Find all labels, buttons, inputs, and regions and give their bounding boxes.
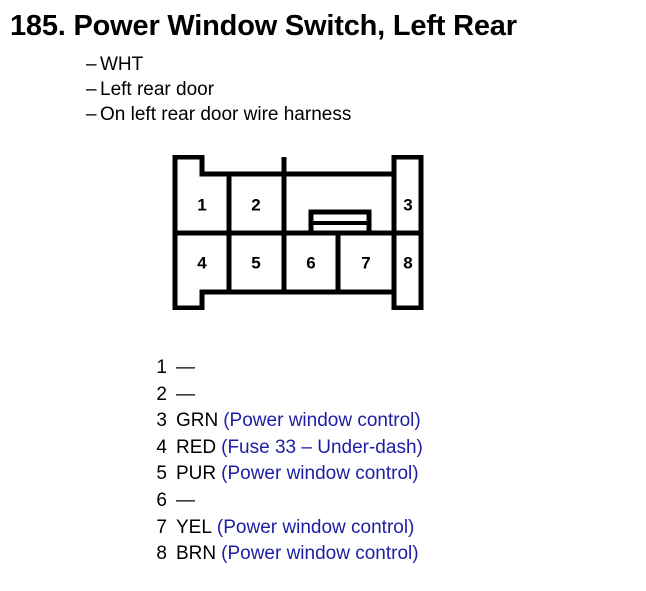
connector-diagram: 1 2 3 4 5 6 7 8	[172, 155, 452, 310]
subtitle-dash: –	[86, 54, 97, 75]
pin-legend-index: 4	[156, 436, 167, 458]
pin-legend-row: 5 PUR(Power window control)	[152, 461, 423, 488]
pin-number-3: 3	[403, 195, 412, 214]
pin-legend-desc: (Fuse 33 – Under-dash)	[221, 436, 423, 458]
subtitle-item: –WHT	[86, 52, 351, 77]
pin-legend-index: 8	[156, 543, 167, 565]
pin-legend-row: 8 BRN(Power window control)	[152, 541, 423, 568]
pin-legend-color: RED	[176, 436, 217, 458]
connector-body-outline	[172, 155, 424, 310]
pin-legend-index: 6	[156, 489, 167, 511]
subtitle-dash: –	[86, 79, 97, 100]
subtitle-list: –WHT –Left rear door –On left rear door …	[86, 52, 351, 127]
pin-number-4: 4	[197, 253, 207, 272]
subtitle-item: –On left rear door wire harness	[86, 102, 351, 127]
pin-legend-desc: (Power window control)	[223, 410, 421, 432]
pin-legend-index: 3	[156, 410, 167, 432]
subtitle-item: –Left rear door	[86, 77, 351, 102]
subtitle-text: WHT	[100, 54, 144, 75]
pin-legend-color: GRN	[176, 410, 219, 432]
pin-legend-color: —	[176, 383, 195, 405]
subtitle-dash: –	[86, 104, 97, 125]
pin-number-2: 2	[251, 195, 260, 214]
pin-legend-row: 2—	[152, 382, 423, 409]
pin-number-7: 7	[361, 253, 370, 272]
pin-number-1: 1	[197, 195, 206, 214]
pin-legend-color: BRN	[176, 543, 217, 565]
pin-legend-index: 5	[156, 463, 167, 485]
pin-legend-index: 1	[156, 357, 167, 378]
pin-number-5: 5	[251, 253, 260, 272]
pin-legend-row: 6—	[152, 488, 423, 515]
pin-legend-row: 7 YEL(Power window control)	[152, 515, 423, 542]
pin-legend-row: 3 GRN(Power window control)	[152, 408, 423, 435]
pin-legend-index: 7	[156, 516, 167, 538]
pin-legend-desc: (Power window control)	[221, 463, 419, 485]
subtitle-text: On left rear door wire harness	[100, 104, 352, 125]
pin-legend-desc: (Power window control)	[216, 516, 415, 538]
pin-number-6: 6	[306, 253, 315, 272]
pin-legend-color: PUR	[176, 463, 217, 485]
pin-legend-desc: (Power window control)	[221, 543, 419, 565]
pin-legend-color: YEL	[176, 516, 212, 538]
pin-legend-color: —	[176, 489, 195, 511]
pin-number-8: 8	[403, 253, 412, 272]
pin-legend-row: 1—	[152, 355, 423, 382]
pin-legend-index: 2	[156, 383, 167, 405]
page-title: 185. Power Window Switch, Left Rear	[10, 10, 517, 42]
pin-legend-row: 4 RED(Fuse 33 – Under-dash)	[152, 435, 423, 462]
pin-legend-color: —	[176, 357, 195, 378]
subtitle-text: Left rear door	[100, 79, 215, 100]
